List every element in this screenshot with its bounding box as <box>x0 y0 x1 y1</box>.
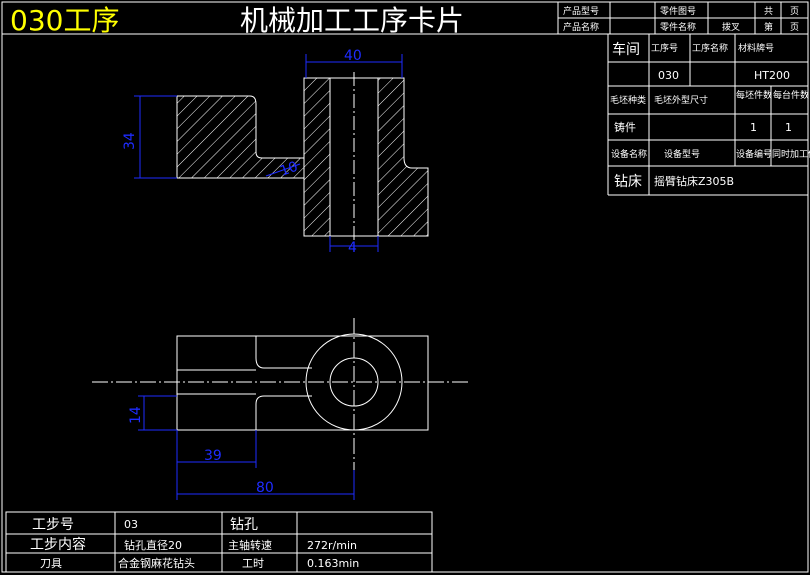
part-drawing-no-label: 零件图号 <box>660 5 696 17</box>
equipment-name-label: 设备名称 <box>611 148 647 160</box>
equipment-model-label: 设备型号 <box>664 148 700 160</box>
op-tag: 030工序 <box>10 4 119 37</box>
blank-type-label: 毛坯种类 <box>610 94 646 106</box>
equipment-name-value: 钻床 <box>614 174 642 190</box>
dim-34: 34 <box>122 132 138 150</box>
dim-10: 10 <box>278 159 300 180</box>
simultaneous-label: 同时加工件数 <box>772 148 810 160</box>
dim-40: 40 <box>344 48 362 64</box>
dim-4: 4 <box>348 240 357 256</box>
workshop-label: 车间 <box>612 41 640 58</box>
tool-label: 刀具 <box>40 557 62 570</box>
equipment-model-value: 摇臂钻床Z305B <box>654 174 734 188</box>
op-no-label: 工序号 <box>651 42 678 54</box>
per-unit-label: 每台件数 <box>773 89 809 101</box>
part-name-value: 拨叉 <box>722 21 740 33</box>
blank-type-value: 铸件 <box>614 120 636 134</box>
blank-size-label: 毛坯外型尺寸 <box>654 94 708 106</box>
dim-39: 39 <box>204 448 222 464</box>
op-no-value: 030 <box>658 69 679 82</box>
equipment-no-label: 设备编号 <box>736 148 772 160</box>
info-table <box>607 34 808 196</box>
front-section-view <box>176 72 429 242</box>
right-bore-wall-section <box>377 77 429 237</box>
dim-14: 14 <box>128 406 144 424</box>
slot-lower <box>255 395 312 430</box>
total-page-label: 页 <box>790 6 799 17</box>
time-value: 0.163min <box>307 557 359 570</box>
step-content-label: 工步内容 <box>30 536 86 553</box>
per-blank-value: 1 <box>750 121 757 134</box>
tool-value: 合金钢麻花钻头 <box>118 556 195 570</box>
part-name-label: 零件名称 <box>660 21 696 33</box>
time-label: 工时 <box>242 557 264 570</box>
step-no-value: 03 <box>124 518 138 531</box>
material-value: HT200 <box>754 69 790 82</box>
top-outline <box>176 335 429 431</box>
dimension-lines <box>134 54 403 500</box>
op-name-label: 工序名称 <box>692 42 728 54</box>
sheet-label: 第 <box>764 21 773 33</box>
slot-upper <box>255 336 312 369</box>
spindle-label: 主轴转速 <box>228 538 272 552</box>
left-arm-section <box>176 95 305 179</box>
material-label: 材料牌号 <box>738 42 774 54</box>
per-blank-label: 每坯件数 <box>736 89 772 101</box>
step-table <box>5 511 433 573</box>
product-name-label: 产品名称 <box>563 21 599 33</box>
step-content-value: 钻孔直径20 <box>124 538 182 552</box>
dim-80: 80 <box>256 480 274 496</box>
step-no-label: 工步号 <box>32 517 74 533</box>
left-bore-wall-section <box>303 77 331 237</box>
card-title: 机械加工工序卡片 <box>240 4 464 37</box>
top-view <box>92 318 470 496</box>
per-unit-value: 1 <box>785 121 792 134</box>
step-name-value: 钻孔 <box>230 517 258 533</box>
total-label: 共 <box>764 6 773 17</box>
product-model-label: 产品型号 <box>563 5 599 17</box>
sheet-page-label: 页 <box>790 22 799 33</box>
spindle-value: 272r/min <box>307 539 357 552</box>
